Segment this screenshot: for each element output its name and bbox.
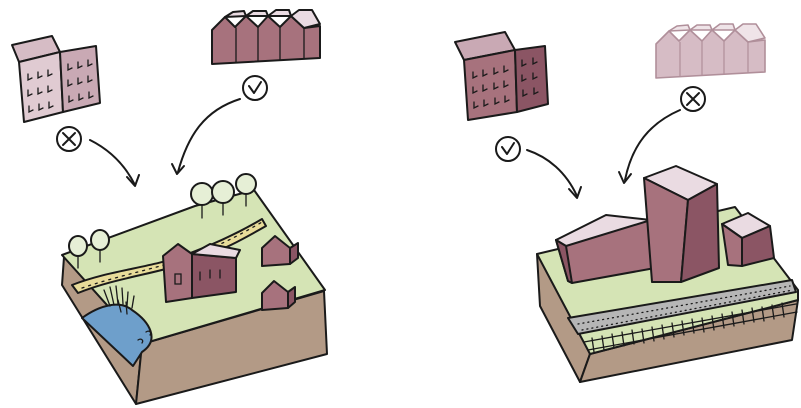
left-accept-badge-icon [243,76,267,100]
left-scene [12,10,327,404]
right-reject-badge-icon [681,87,705,111]
right-scene [455,24,798,382]
tall-tower-block [644,166,719,282]
right-accepted-apartment-block-icon [455,32,548,120]
small-block-right [722,213,774,266]
left-terrain-block [62,174,327,404]
left-accepted-terraced-houses-icon [212,10,320,64]
left-accept-arrow [178,99,240,172]
right-rejected-terraced-houses-icon [656,24,765,78]
left-reject-badge-icon [57,127,81,151]
left-rejected-apartment-block-icon [12,36,100,122]
church-building [163,244,240,302]
right-accept-badge-icon [496,137,520,161]
